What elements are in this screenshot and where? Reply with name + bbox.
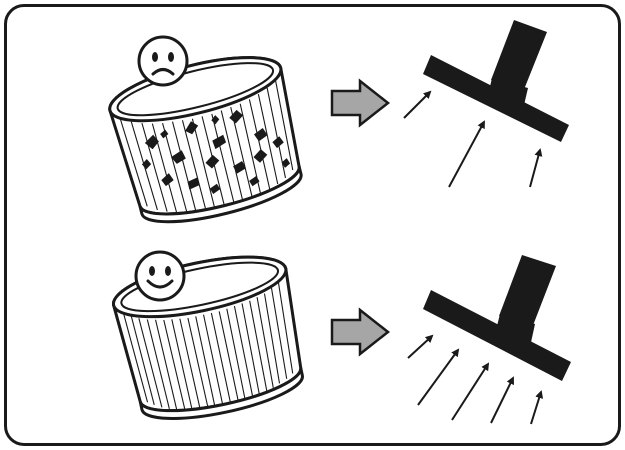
strong-suction-arrows [407, 334, 544, 425]
sad-face-icon [137, 35, 189, 87]
right-arrow-icon [330, 307, 391, 357]
vacuum-nozzle-icon [423, 20, 569, 142]
clean-filter-row [111, 250, 571, 425]
happy-face-icon [134, 250, 186, 302]
dirty-filter-row [108, 20, 569, 224]
vacuum-nozzle-icon [423, 255, 571, 381]
weak-suction-arrows [403, 90, 543, 188]
dirty-filter-icon [108, 56, 303, 224]
right-arrow-icon [330, 78, 391, 128]
